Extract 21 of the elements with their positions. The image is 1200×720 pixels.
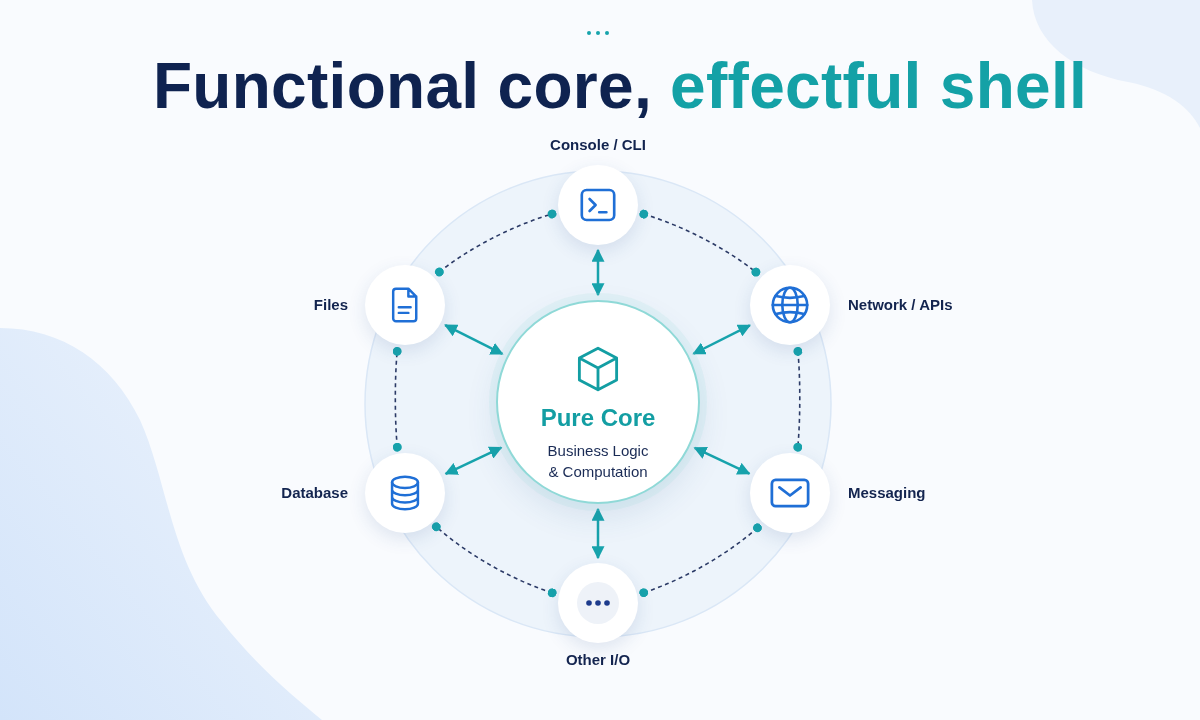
node-label: Console / CLI [550,136,646,154]
double-arrow [444,446,503,475]
dashed-connector [793,346,803,452]
double-arrow [692,324,751,355]
core-title: Pure Core [540,404,656,432]
node-label: Other I/O [565,651,631,669]
node-label: Files [313,296,348,314]
dashed-connector [392,346,402,452]
title: Functional core, effectful shell [152,54,1088,118]
node-label: Network / APIs [848,296,953,314]
node-label: Messaging [848,484,926,502]
double-arrow [591,507,605,560]
double-arrow [444,324,504,356]
dashed-connector [434,209,557,277]
dashed-connector [431,522,557,598]
dashed-connector [639,209,761,277]
node-label: Database [281,484,348,502]
core-subtitle: Business Logic & Computation [546,440,650,483]
dashed-connector [639,523,762,598]
double-arrow [591,248,605,297]
double-arrow [693,446,751,475]
